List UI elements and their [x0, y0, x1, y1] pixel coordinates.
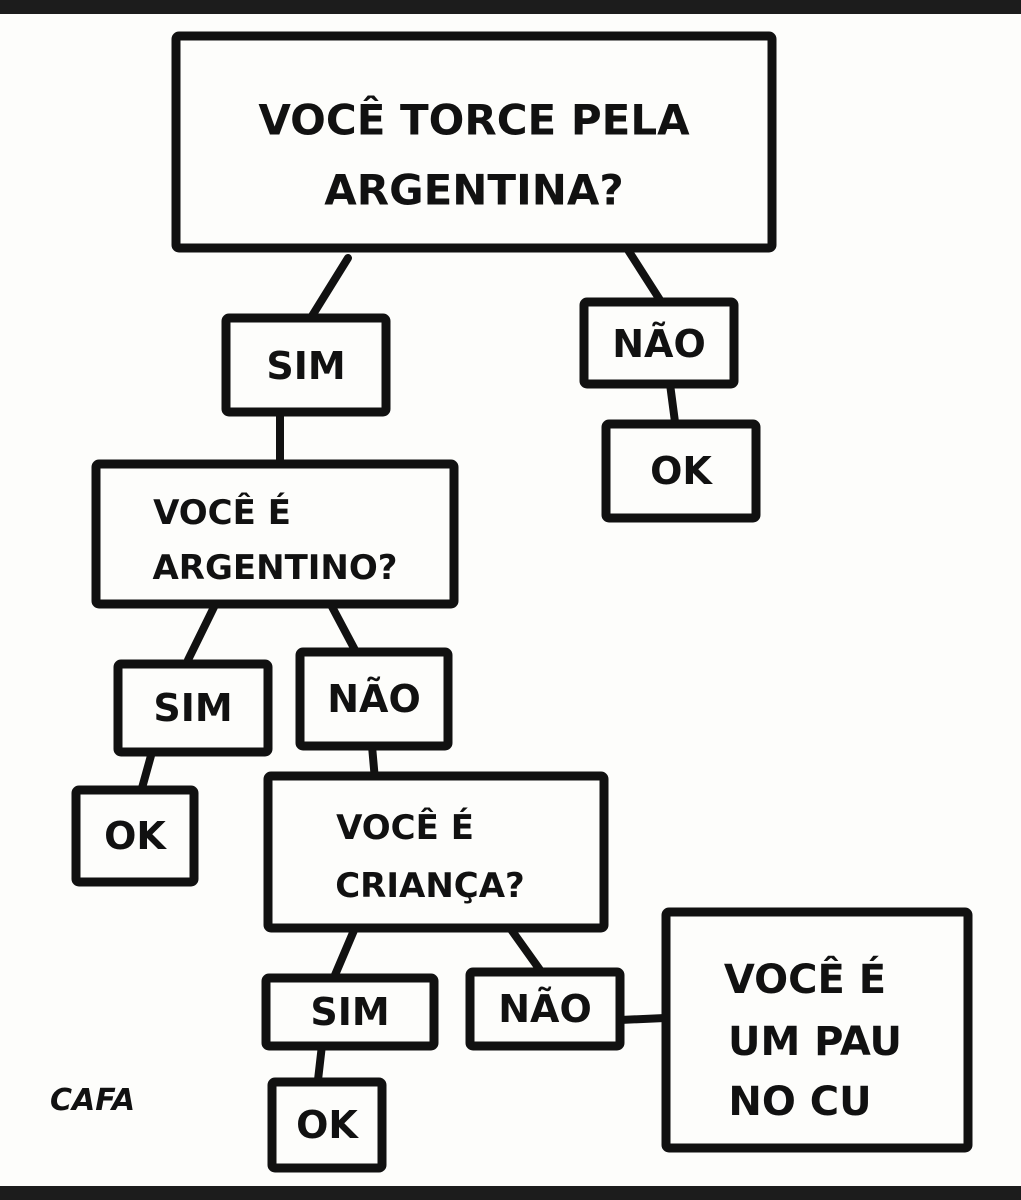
question-1-line-1: VOCÊ TORCE PELA — [258, 95, 690, 145]
question-3-line-2: CRIANÇA? — [335, 866, 525, 906]
result-q3-sim-ok: OK — [296, 1103, 359, 1147]
answer-box-q1-sim: SIM — [221, 313, 391, 417]
question-3-line-1: VOCÊ É — [336, 807, 474, 848]
connector-nao-final — [616, 1014, 669, 1024]
question-box-1: VOCÊ TORCE PELA ARGENTINA? — [171, 31, 777, 253]
answer-q1-sim: SIM — [266, 344, 345, 388]
result-box-q3-sim-ok: OK — [267, 1077, 387, 1173]
bottom-bar — [0, 1186, 1021, 1200]
question-1-line-2: ARGENTINA? — [324, 166, 623, 215]
comic-panel: VOCÊ TORCE PELA ARGENTINA? SIM NÃO OK VO… — [0, 14, 1021, 1186]
answer-q3-sim: SIM — [310, 990, 389, 1034]
connector-q3-nao — [506, 924, 544, 974]
final-line-1: VOCÊ É — [724, 955, 886, 1003]
connector-q1-nao — [624, 246, 664, 304]
connector-q2-sim — [184, 601, 219, 664]
result-q2-sim-ok: OK — [104, 814, 167, 858]
answer-box-q2-nao: NÃO — [295, 647, 453, 751]
final-line-2: UM PAU — [728, 1019, 902, 1065]
connector-sim-ok — [138, 748, 156, 792]
question-box-2: VOCÊ É ARGENTINO? — [91, 459, 459, 609]
artist-signature: CAFA — [50, 1083, 135, 1118]
connector-q1-sim — [308, 254, 352, 320]
question-2-line-2: ARGENTINO? — [152, 548, 397, 588]
final-line-3: NO CU — [728, 1079, 871, 1125]
result-q1-nao-ok: OK — [650, 449, 713, 493]
answer-box-q2-sim: SIM — [113, 659, 273, 757]
connector-sim-ok-2 — [314, 1041, 326, 1084]
connector-nao-ok — [666, 380, 679, 426]
answer-q2-sim: SIM — [153, 686, 232, 730]
answer-box-q3-sim: SIM — [261, 973, 439, 1051]
result-box-q1-nao-ok: OK — [601, 419, 761, 523]
connectors — [138, 246, 679, 1084]
final-box: VOCÊ É UM PAU NO CU — [661, 907, 973, 1153]
answer-q1-nao: NÃO — [612, 322, 706, 366]
question-box-3: VOCÊ É CRIANÇA? — [263, 771, 609, 933]
answer-q2-nao: NÃO — [327, 677, 421, 721]
connector-q3-sim — [331, 924, 359, 979]
flowchart-diagram: VOCÊ TORCE PELA ARGENTINA? SIM NÃO OK VO… — [50, 31, 973, 1173]
answer-box-q3-nao: NÃO — [465, 967, 625, 1051]
connector-q2-nao — [326, 599, 359, 654]
result-box-q2-sim-ok: OK — [71, 785, 199, 887]
question-2-line-1: VOCÊ É — [153, 492, 291, 533]
answer-q3-nao: NÃO — [498, 987, 592, 1031]
answer-box-q1-nao: NÃO — [579, 297, 739, 389]
